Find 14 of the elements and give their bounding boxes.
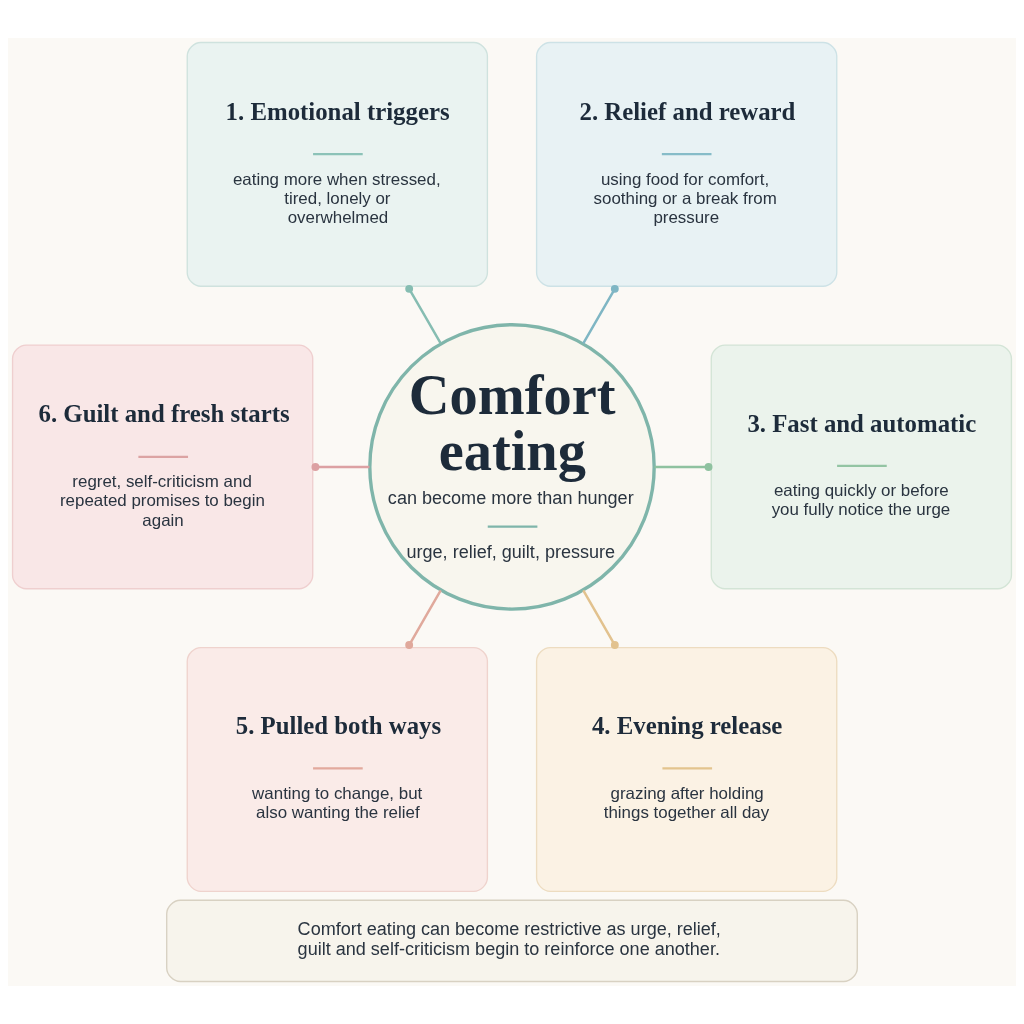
connector [405, 589, 442, 649]
node-box: 1. Emotional triggers eating more when stressed, tired, lonely or overwhelmed [186, 41, 489, 287]
connector [405, 284, 442, 345]
connector [582, 589, 619, 649]
node-box: 4. Evening release grazing after holding things together all day [535, 646, 838, 893]
connector [654, 463, 713, 471]
connector [582, 284, 619, 345]
node-box: 3. Fast and automatic eating quickly or before you fully notice the urge [710, 344, 1013, 590]
node-box: Comfort eating can become restrictive as urge, relief, guilt and self-criticism begin to reinforce one another. [166, 899, 858, 983]
connector [311, 463, 370, 471]
node-box: 6. Guilt and fresh starts regret, self-criticism and repeated promises to begin again [11, 344, 314, 590]
node-circle: Comfort eating can become more than hunger urge, relief, guilt, pressure [368, 323, 656, 611]
node-box: 5. Pulled both ways wanting to change, but also wanting the relief [186, 646, 489, 893]
node-box: 2. Relief and reward using food for comfort, soothing or a break from pressure [535, 41, 838, 287]
